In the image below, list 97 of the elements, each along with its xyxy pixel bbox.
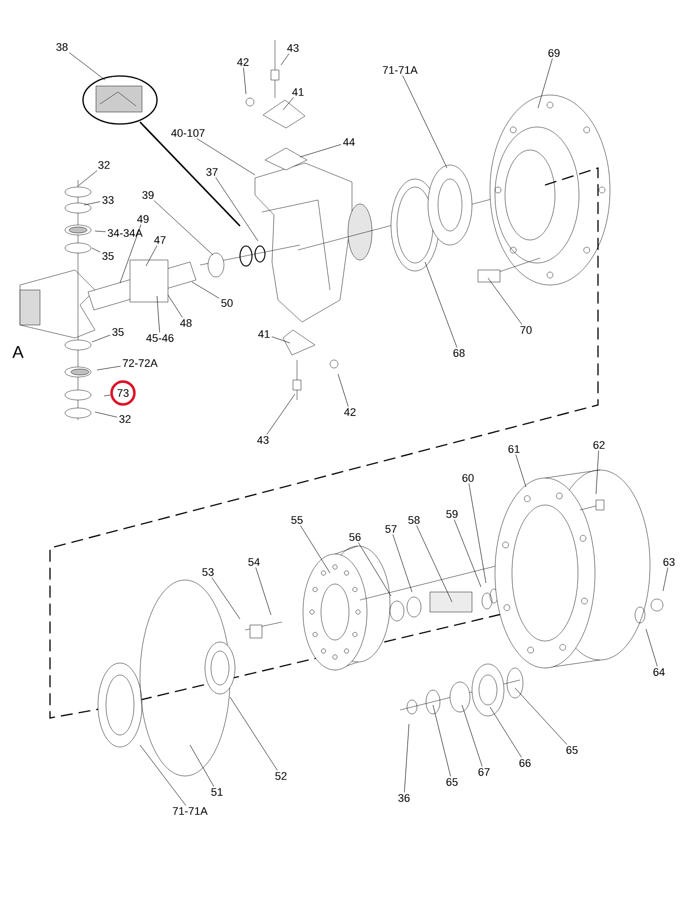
leader-line [272, 336, 290, 344]
callout-number: 37 [206, 168, 218, 176]
callout-number: 70 [520, 326, 532, 334]
leader-line [94, 230, 106, 232]
callout-number: 69 [548, 49, 560, 57]
leader-line [196, 138, 256, 176]
callout-number: 66 [519, 759, 531, 767]
leader-line [243, 67, 246, 94]
callout-number: 41 [292, 88, 304, 96]
callout-number: 43 [287, 44, 299, 52]
leader-line [146, 245, 158, 266]
callout-number: 49 [137, 215, 149, 223]
leader-line [69, 52, 106, 80]
leader-line [156, 296, 160, 333]
callout-number: 68 [453, 349, 465, 357]
leader-line [358, 542, 392, 596]
leader-line [192, 282, 220, 299]
callout-number: 62 [593, 441, 605, 449]
leader-line [104, 394, 111, 396]
callout-number: 51 [211, 788, 223, 796]
callout-number: 45-46 [146, 334, 174, 342]
callout-number: 44 [343, 138, 355, 146]
leader-line [432, 704, 451, 777]
leader-line [468, 483, 486, 584]
callout-number: 55 [291, 516, 303, 524]
leader-line [404, 724, 410, 793]
leader-line [230, 696, 278, 771]
callout-number: 72-72A [122, 359, 158, 367]
leader-line [538, 58, 553, 108]
leader-line [402, 75, 448, 168]
leader-line [300, 525, 330, 574]
leader-line [662, 567, 668, 592]
callout-number: 63 [663, 558, 675, 566]
leader-line [300, 144, 342, 158]
callout-number: 35 [102, 252, 114, 260]
leader-line [140, 744, 186, 806]
callout-number: 67 [478, 768, 490, 776]
leader-line [454, 519, 482, 588]
leader-line [266, 394, 296, 435]
callout-number: 65 [446, 778, 458, 786]
leader-line [514, 688, 568, 745]
callout-number: 57 [385, 525, 397, 533]
callout-number: 42 [344, 408, 356, 416]
callout-number: 59 [446, 510, 458, 518]
callout-number: 60 [462, 474, 474, 482]
leader-line [424, 262, 458, 348]
leader-line [488, 278, 522, 325]
leader-line [168, 294, 183, 318]
leader-line [94, 412, 118, 418]
callout-number: 41 [258, 330, 270, 338]
leader-line [282, 97, 294, 110]
callout-number: 52 [275, 772, 287, 780]
callout-number: 36 [398, 794, 410, 802]
callout-number: 38 [56, 43, 68, 51]
leader-line [646, 628, 658, 667]
callout-number: 43 [257, 436, 269, 444]
callout-number: 32 [119, 415, 131, 423]
leader-line [190, 744, 214, 787]
leader-line [92, 334, 110, 342]
leader-line [516, 454, 526, 488]
callout-number: 71-71A [382, 66, 418, 74]
callout-number: 71-71A [172, 807, 208, 815]
callout-number: 34-34A [108, 229, 143, 237]
callout-number: 48 [180, 319, 192, 327]
leader-line [92, 248, 100, 252]
leader-line [462, 704, 482, 767]
leader-line [416, 525, 452, 602]
callout-number: 54 [248, 558, 260, 566]
callout-number: 42 [237, 58, 249, 66]
callout-number: 58 [408, 516, 420, 524]
callout-number: 40-107 [171, 129, 204, 137]
leader-line [78, 170, 98, 186]
leader-line [392, 534, 412, 592]
callout-number: 73 [110, 380, 136, 406]
leader-line [256, 567, 272, 616]
callout-number: 53 [202, 568, 214, 576]
leader-line [490, 706, 522, 758]
leader-line [212, 577, 240, 620]
leader-line [338, 374, 348, 407]
callout-number: 56 [349, 533, 361, 541]
callout-number: 39 [142, 191, 154, 199]
leader-line [215, 177, 258, 242]
callout-number: 61 [508, 445, 520, 453]
leader-line [596, 450, 599, 494]
view-letter: A [12, 346, 24, 358]
callout-number: 33 [102, 196, 114, 204]
leader-line [120, 224, 142, 284]
callout-number: 35 [112, 328, 124, 336]
leader-line [84, 201, 100, 206]
callout-number: 47 [154, 236, 166, 244]
callout-number: 64 [653, 668, 665, 676]
callout-number: 65 [566, 746, 578, 754]
callout-number: 50 [221, 299, 233, 307]
leader-line [280, 53, 290, 66]
leader-line [96, 366, 121, 370]
callout-number: 32 [98, 161, 110, 169]
leader-line [154, 200, 214, 256]
